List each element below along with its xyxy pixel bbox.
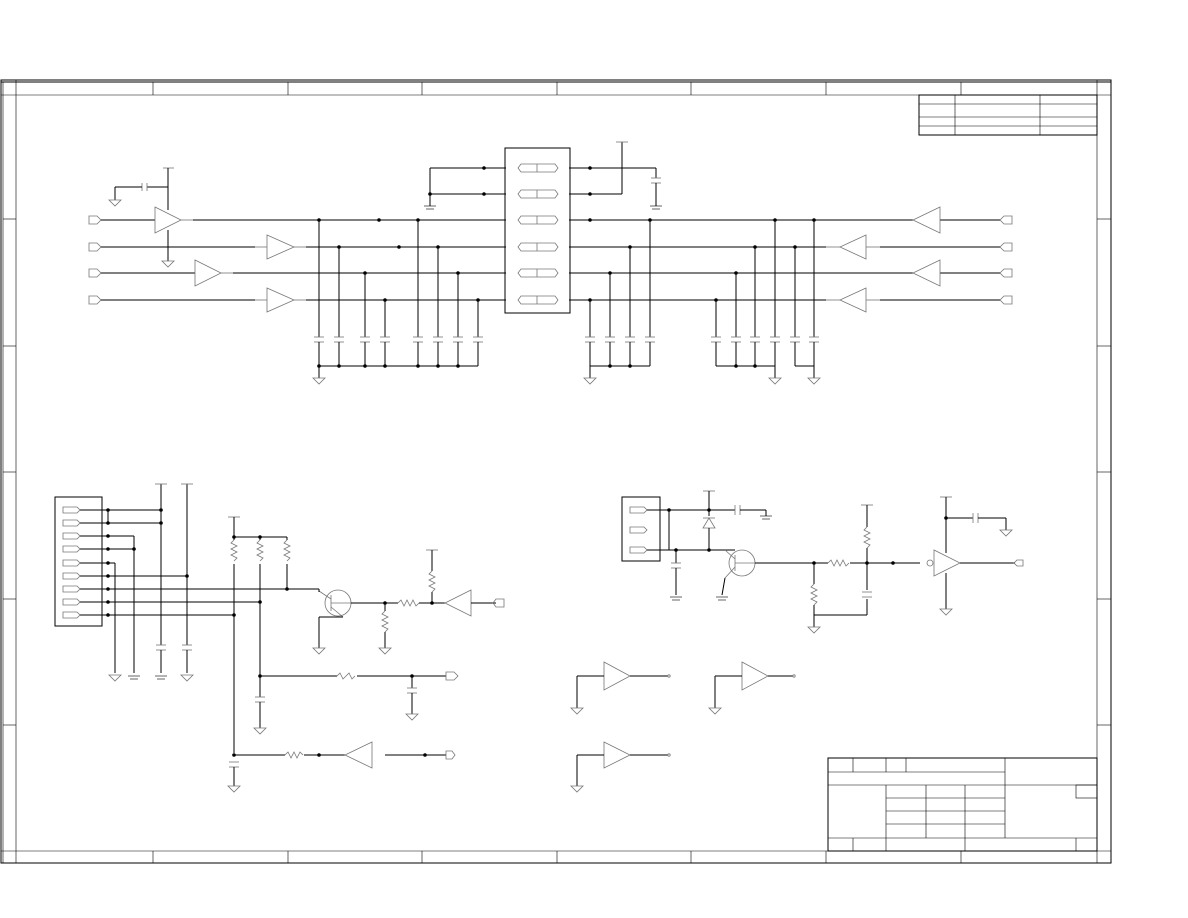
connector-pin-6 [517,295,559,305]
output-port-1 [999,215,1013,225]
header-j3 [621,496,661,562]
top-buffer-array [88,141,1013,385]
buffer-u12 [570,661,671,715]
capacitor-bank-right [711,220,821,385]
port-right-1 [1013,559,1024,567]
input-port-4 [88,295,102,305]
buffer-u4 [255,287,306,313]
buffer-u2 [255,234,306,260]
transistor-q2 [724,549,756,579]
resistor-r7 [336,672,356,680]
border-row-ticks [3,218,1111,726]
transistor-q1 [318,589,352,618]
input-port-2 [88,242,102,252]
buffer-u1 [154,206,193,234]
buffer-u1-supply [108,167,175,268]
right-header-interface [621,490,1024,634]
output-port-3 [999,268,1013,278]
buffer-u8 [826,287,880,313]
border-column-ticks [152,82,962,863]
resistor-r11 [863,526,871,549]
buffer-u9 [444,589,472,617]
buffer-u14 [570,741,671,793]
title-block [827,757,1098,852]
buffer-u7 [912,259,941,287]
header-j2 [54,496,103,627]
connector-pin-2 [517,189,559,199]
buffer-u3 [194,259,233,287]
capacitor-bank-middle [583,220,655,385]
inverter-u11 [926,549,961,577]
buffer-u6 [826,234,880,260]
port-left-1 [492,598,505,608]
connector-pin-5 [517,268,559,278]
resistor-r9 [827,559,850,567]
connector-pin-1 [517,163,559,173]
revision-block [918,94,1098,136]
buffer-u5 [912,206,941,234]
input-port-3 [88,268,102,278]
resistor-r3 [283,539,291,562]
central-connector-j1 [424,141,662,314]
left-header-interface [54,483,505,793]
input-port-1 [88,215,102,225]
diode-d1 [702,517,716,529]
capacitor-bank-left [312,220,483,385]
resistor-r1 [230,539,238,562]
buffer-u10 [344,741,373,769]
resistor-r4 [397,599,420,607]
resistor-r6 [428,570,436,593]
junction-dots-top [317,166,816,368]
resistor-r10 [810,583,818,606]
output-port-2 [999,242,1013,252]
resistor-r8 [284,751,304,759]
resistor-r2 [256,539,264,562]
connector-pin-4 [517,242,559,252]
loose-gates [570,661,796,793]
resistor-r5 [381,610,389,633]
buffer-u13 [708,661,796,715]
connector-pin-3 [517,215,559,225]
output-port-4 [999,295,1013,305]
